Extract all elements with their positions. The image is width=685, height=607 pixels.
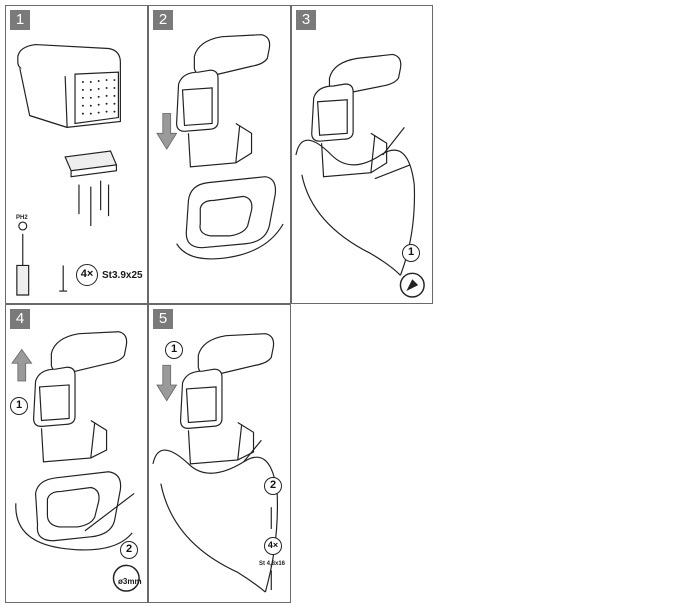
step-1-panel: 1 PH2 4× St3.9x25 [5, 5, 148, 304]
step-5-number: 5 [153, 309, 173, 329]
step-4-callout-2: 2 [120, 541, 138, 559]
step-3-illustration [295, 53, 425, 298]
step-2-illustration [156, 34, 284, 260]
step-3-callout: 1 [402, 244, 420, 262]
drill-size-label: ø3mm [118, 577, 142, 586]
quantity-badge: 4× [76, 264, 98, 286]
step-4-callout-1: 1 [10, 397, 28, 415]
step-2-number: 2 [153, 10, 173, 30]
step-3-panel: 3 1 [291, 5, 433, 304]
step-3-number: 3 [296, 10, 316, 30]
screwdriver-label: PH2 [16, 215, 28, 221]
perforation-dots [81, 79, 116, 115]
step-1-illustration [16, 43, 121, 296]
step-5-screw-spec: St 4,8x16 [259, 561, 286, 567]
step-4-panel: 4 1 2 ø3mm [5, 304, 148, 603]
step-5-panel: 5 1 2 4× St 4,8x16 [148, 304, 291, 603]
step-5-quantity-badge: 4× [264, 537, 282, 555]
step-2-panel: 2 [148, 5, 291, 304]
down-arrow-icon [156, 113, 178, 150]
step-1-number: 1 [10, 10, 30, 30]
step-5-illustration [152, 333, 279, 593]
step-5-callout-1: 1 [165, 341, 183, 359]
up-arrow-icon [11, 348, 33, 382]
step-5-callout-2: 2 [264, 477, 282, 495]
down-arrow-icon [156, 364, 178, 402]
screw-spec-label: St3.9x25 [102, 270, 143, 281]
step-4-number: 4 [10, 309, 30, 329]
step-4-illustration [11, 331, 140, 592]
